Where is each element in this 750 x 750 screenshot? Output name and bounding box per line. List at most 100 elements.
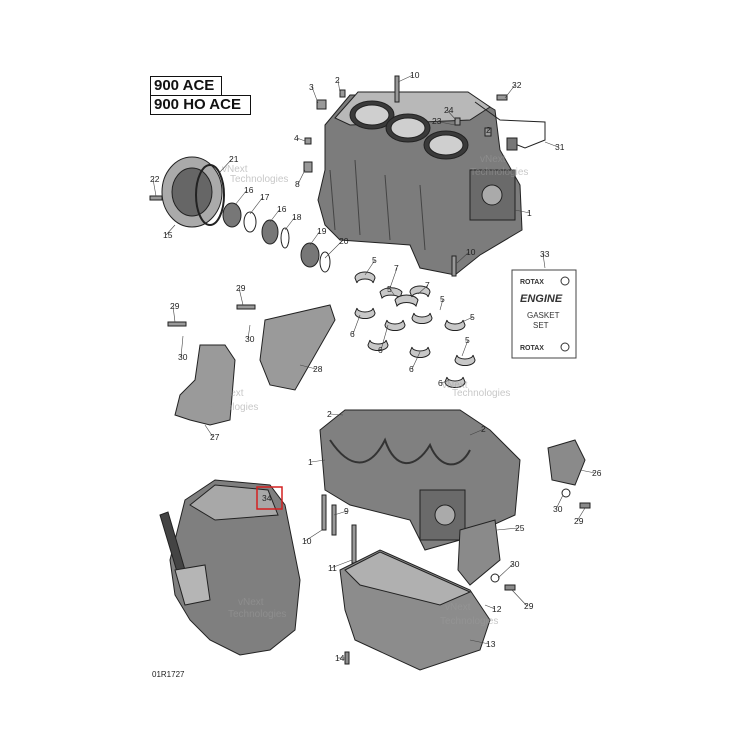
gasket-kit-script: ENGINE <box>520 293 563 305</box>
callout-33: 33 <box>540 249 550 259</box>
leader-line <box>397 74 414 83</box>
leader-line <box>461 316 474 323</box>
callout-21: 21 <box>229 154 239 164</box>
leader-line <box>389 288 396 297</box>
gasket-kit-brand-bottom: ROTAX <box>520 345 544 352</box>
watermarks: vNext Technologies vNext Technologies vN… <box>200 154 528 627</box>
callout-15: 15 <box>163 230 173 240</box>
leader-line <box>555 494 564 510</box>
callout-6: 6 <box>350 329 355 339</box>
leader-line <box>380 324 389 351</box>
callout-2: 2 <box>327 409 332 419</box>
callout-10: 10 <box>410 70 420 80</box>
leader-line <box>352 314 361 335</box>
leader-line <box>469 428 485 436</box>
callout-16: 16 <box>244 185 254 195</box>
callout-3: 3 <box>309 82 314 92</box>
callout-30: 30 <box>510 559 520 569</box>
cylinder-block-upper <box>317 91 523 276</box>
watermark-line2: Technologies <box>440 616 498 627</box>
crankcase-lower <box>319 409 521 551</box>
watermark-line1: vNext <box>238 597 264 608</box>
callout-10: 10 <box>302 536 312 546</box>
callout-8: 8 <box>295 179 300 189</box>
leader-line <box>497 563 514 579</box>
leader-line <box>311 86 319 104</box>
callout-30: 30 <box>245 334 255 344</box>
callout-29: 29 <box>236 283 246 293</box>
callout-2: 2 <box>481 424 486 434</box>
callout-14: 14 <box>335 653 345 663</box>
callout-16: 16 <box>277 204 287 214</box>
crank-bearings <box>354 271 476 389</box>
leader-line <box>461 339 469 357</box>
callout-5: 5 <box>372 255 377 265</box>
leader-line <box>284 216 296 231</box>
callout-18: 18 <box>292 212 302 222</box>
callout-6: 6 <box>378 345 383 355</box>
highlight-label: 34 <box>262 493 272 503</box>
callout-25: 25 <box>515 523 525 533</box>
sensor-wire-assembly <box>474 94 546 151</box>
model-title-900-ho-ace: 900 HO ACE <box>150 95 251 115</box>
callout-31: 31 <box>555 142 565 152</box>
callout-23: 23 <box>432 116 442 126</box>
leader-line <box>364 259 376 276</box>
leader-line <box>180 335 184 358</box>
leader-line <box>434 120 456 126</box>
leader-line <box>299 364 317 370</box>
callout-30: 30 <box>553 504 563 514</box>
leader-line <box>504 84 516 99</box>
callout-7: 7 <box>425 280 430 290</box>
leader-line <box>511 589 528 607</box>
callout-1: 1 <box>527 208 532 218</box>
leader-line <box>309 230 321 246</box>
leader-line <box>247 324 251 340</box>
leader-line <box>234 189 248 206</box>
callout-17: 17 <box>260 192 270 202</box>
leader-line <box>484 604 496 610</box>
callout-29: 29 <box>170 301 180 311</box>
leader-line <box>324 240 343 259</box>
callout-10: 10 <box>466 247 476 257</box>
leader-line <box>330 559 353 569</box>
callout-6: 6 <box>409 364 414 374</box>
leader-line <box>219 158 233 173</box>
engine-mounts <box>167 304 336 426</box>
leader-line <box>304 529 323 542</box>
callout-30: 30 <box>178 352 188 362</box>
leader-line <box>439 298 444 311</box>
side-cover-and-seals <box>149 156 331 273</box>
callout-9: 9 <box>344 506 349 516</box>
leader-line <box>269 208 281 223</box>
leader-line <box>469 639 490 645</box>
leader-line <box>576 507 586 522</box>
watermark-line2: Technologies <box>230 174 288 185</box>
callout-19: 19 <box>317 226 327 236</box>
watermark-line1: vNext <box>442 380 468 391</box>
watermark-line1: vNext <box>218 388 244 399</box>
leader-line <box>496 527 519 531</box>
leader-line <box>417 284 429 295</box>
highlight-box-34 <box>256 486 283 510</box>
callout-27: 27 <box>210 432 220 442</box>
leader-line <box>310 459 326 463</box>
leader-line <box>165 224 176 236</box>
callout-22: 22 <box>150 174 160 184</box>
callout-2: 2 <box>486 125 491 135</box>
callout-2: 2 <box>335 75 340 85</box>
callout-29: 29 <box>574 516 584 526</box>
callout-5: 5 <box>470 312 475 322</box>
watermark-line2: Technologies <box>228 609 286 620</box>
leader-lines <box>152 74 596 659</box>
callout-32: 32 <box>512 80 522 90</box>
callout-6: 6 <box>438 378 443 388</box>
leader-line <box>544 141 559 148</box>
watermark-line2: Technologies <box>470 167 528 178</box>
callout-7: 7 <box>394 263 399 273</box>
leader-line <box>333 510 348 516</box>
watermark-line2: Technologies <box>452 388 510 399</box>
leader-line <box>296 137 306 142</box>
